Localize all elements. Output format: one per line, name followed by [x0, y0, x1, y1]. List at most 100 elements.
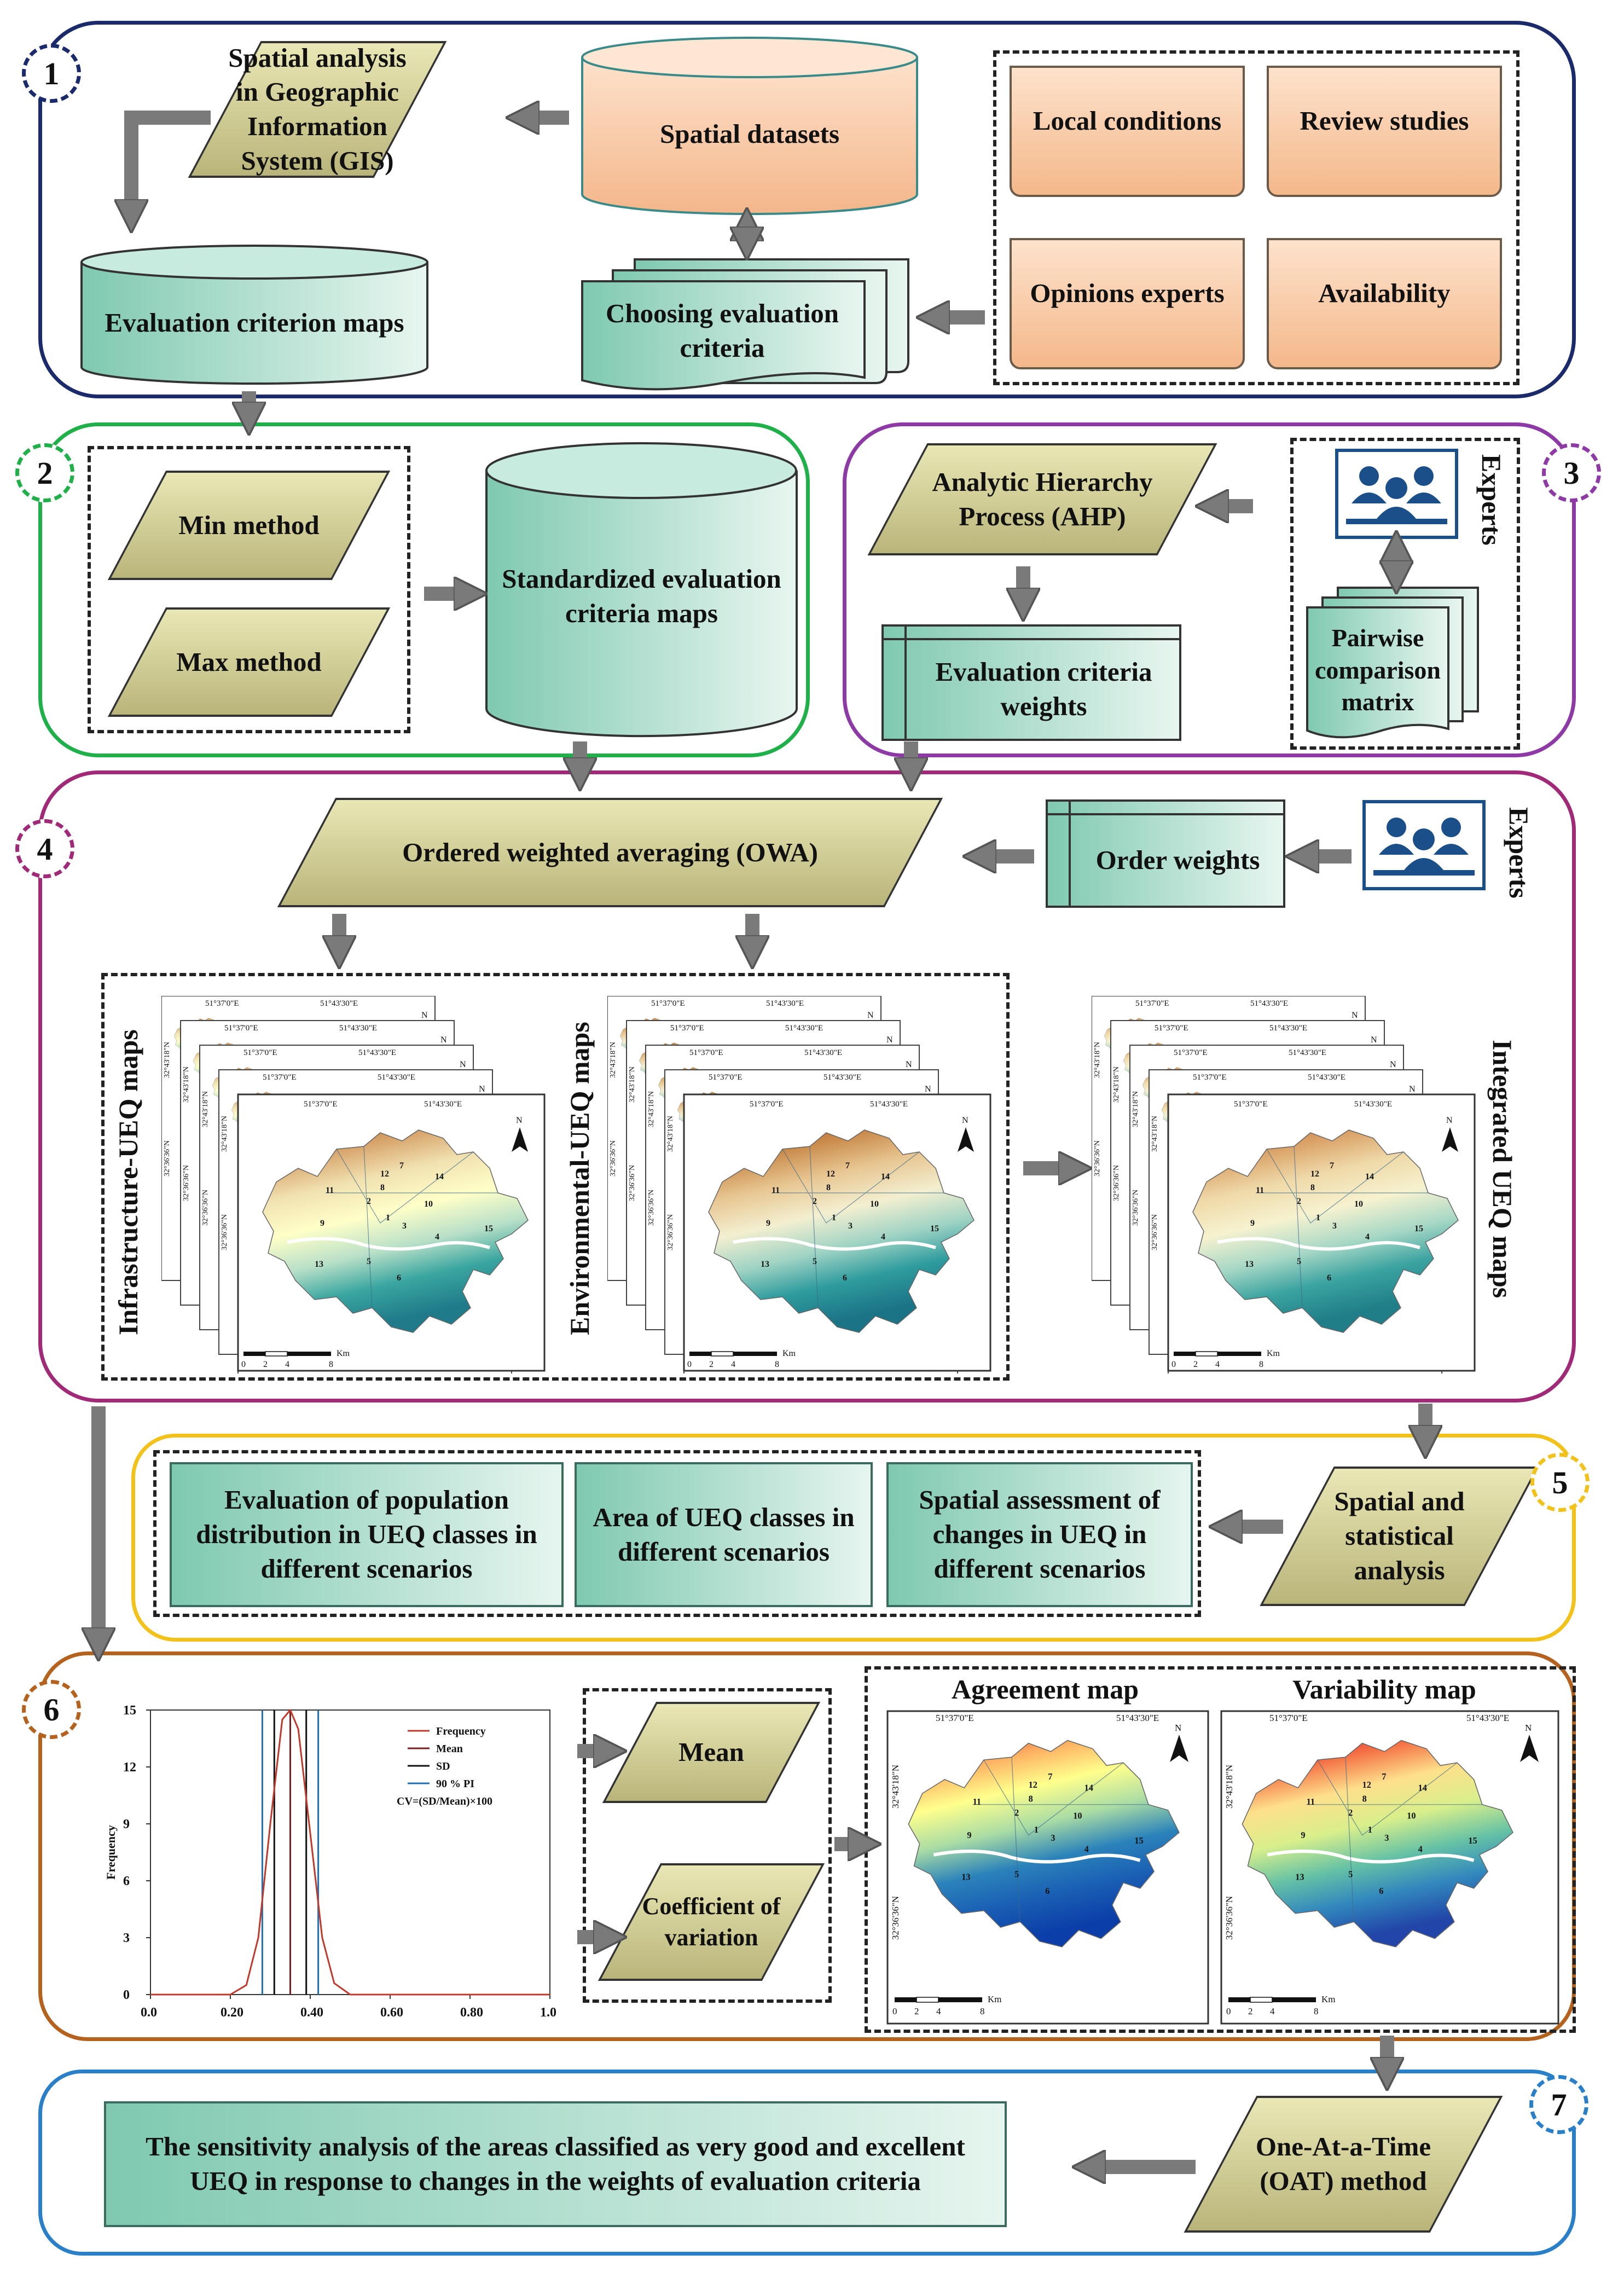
district-label: 13: [961, 1872, 970, 1882]
lon-label: 51°37'0"E: [1174, 1048, 1208, 1057]
min-method-box: Min method: [137, 471, 361, 580]
lat-label: 32°36'36"N: [163, 1140, 171, 1176]
district-label: 11: [1307, 1796, 1315, 1807]
opinions-experts-doc: Opinions experts: [1010, 238, 1245, 369]
district-label: 5: [1348, 1869, 1353, 1879]
lon-label: 51°37'0"E: [1155, 1024, 1188, 1033]
experts-icon-4: [1362, 800, 1486, 890]
north-arrow: N: [1442, 1116, 1458, 1152]
x-tick-label: 0.60: [380, 2006, 403, 2020]
x-tick-label: 0.80: [460, 2006, 483, 2020]
svg-text:8: 8: [1259, 1360, 1263, 1369]
district-label: 12: [380, 1169, 389, 1179]
lat-label: 32°36'36"N: [1224, 1896, 1234, 1940]
spatial-stat-box: Spatial and statistical analysis: [1297, 1467, 1502, 1606]
district-label: 5: [1297, 1257, 1301, 1266]
lon-label: 51°37'0"E: [224, 1024, 258, 1033]
lat-label: 32°43'18"N: [666, 1116, 675, 1152]
lat-label: 32°43'18"N: [1132, 1091, 1140, 1127]
district-label: 15: [930, 1224, 939, 1233]
district-label: 3: [848, 1221, 852, 1231]
badge-2: 2: [15, 443, 74, 502]
lat-label: 32°43'18"N: [628, 1067, 636, 1103]
district-label: 11: [1256, 1186, 1264, 1195]
district-label: 13: [315, 1260, 323, 1269]
gis-box: Spatial analysis in Geographic Informati…: [224, 41, 410, 178]
north-label: N: [1371, 1035, 1377, 1045]
district-label: 15: [1414, 1224, 1423, 1233]
owa-box: Ordered weighted averaging (OWA): [306, 798, 914, 907]
district-label: 3: [1051, 1833, 1055, 1843]
frequency-chart: 0.00.200.400.600.801.003691215UEQFrequen…: [101, 1688, 572, 2042]
district-label: 1: [832, 1213, 836, 1222]
legend-entry: Mean: [436, 1743, 463, 1755]
svg-text:51°37'0"E: 51°37'0"E: [1234, 1100, 1268, 1109]
availability-doc: Availability: [1267, 238, 1502, 369]
lon-label: 51°43'30"E: [1466, 1713, 1509, 1723]
district-label: 12: [1029, 1780, 1037, 1790]
district-label: 15: [1134, 1835, 1143, 1846]
y-tick-label: 9: [123, 1817, 130, 1831]
integrated-map-stack: 51°37'0"E 51°43'30"E N 32°43'18"N 32°36'36"N…: [1091, 995, 1486, 1380]
district-label: 10: [424, 1199, 433, 1209]
district-label: 7: [845, 1161, 850, 1170]
pairwise-label: Pairwise comparison matrix: [1315, 623, 1441, 716]
lat-label: 32°36'36"N: [1151, 1214, 1159, 1250]
district-label: 9: [967, 1830, 971, 1840]
svg-text:N: N: [1446, 1116, 1453, 1125]
north-label: N: [1352, 1011, 1358, 1020]
svg-text:4: 4: [731, 1360, 735, 1369]
lat-label: 32°36'36"N: [182, 1165, 190, 1201]
north-arrow: N: [958, 1116, 974, 1152]
lon-label: 51°43'30"E: [320, 999, 358, 1008]
svg-text:8: 8: [980, 2006, 985, 2016]
district-label: 11: [326, 1186, 334, 1195]
district-label: 2: [813, 1197, 817, 1206]
district-label: 6: [1045, 1886, 1049, 1896]
lon-label: 51°37'0"E: [670, 1024, 704, 1033]
agreement-title: Agreement map: [951, 1674, 1139, 1705]
lat-label: 32°36'36"N: [628, 1165, 636, 1201]
svg-text:51°43'30"E: 51°43'30"E: [1354, 1100, 1392, 1109]
criteria-weights-table: Evaluation criteria weights: [881, 624, 1182, 741]
ueq-maps-group: [101, 973, 1010, 1381]
badge-7: 7: [1529, 2075, 1588, 2134]
lat-label: 32°36'36"N: [609, 1140, 617, 1176]
cv-box: Coefficient of variation: [629, 1863, 793, 1981]
lon-label: 51°37'0"E: [205, 999, 239, 1008]
district-label: 6: [1327, 1273, 1331, 1283]
district-label: 9: [320, 1219, 324, 1228]
svg-text:8: 8: [329, 1360, 333, 1369]
district-label: 9: [1250, 1219, 1255, 1228]
svg-text:4: 4: [1215, 1360, 1220, 1369]
lat-label: 32°43'18"N: [647, 1091, 656, 1127]
district-label: 1: [1316, 1213, 1320, 1222]
svg-text:Km: Km: [1267, 1349, 1280, 1358]
district-label: 8: [826, 1183, 831, 1192]
district-label: 1: [1034, 1824, 1039, 1835]
series-line: [150, 1709, 550, 1996]
lat-label: 32°43'18"N: [201, 1091, 210, 1127]
svg-text:N: N: [1525, 1723, 1532, 1733]
legend-entry: 90 % PI: [436, 1778, 474, 1790]
lon-label: 51°43'30"E: [766, 999, 804, 1008]
lon-label: 51°43'30"E: [1116, 1713, 1159, 1723]
order-weights-label: Order weights: [1095, 845, 1260, 876]
choosing-criteria-docs: Choosing evaluation criteria: [580, 257, 919, 394]
criteria-weights-label: Evaluation criteria weights: [935, 657, 1152, 721]
sensitivity-box: The sensitivity analysis of the areas cl…: [104, 2101, 1007, 2227]
population-box: Evaluation of population distribution in…: [170, 1462, 564, 1607]
panel-3: [843, 422, 1576, 757]
review-studies-doc: Review studies: [1267, 66, 1502, 197]
svg-text:0: 0: [241, 1360, 246, 1369]
criteria-sources-group: [993, 50, 1519, 385]
panel-4: [38, 770, 1576, 1402]
svg-text:2: 2: [263, 1360, 268, 1369]
lon-label: 51°43'30"E: [339, 1024, 377, 1033]
